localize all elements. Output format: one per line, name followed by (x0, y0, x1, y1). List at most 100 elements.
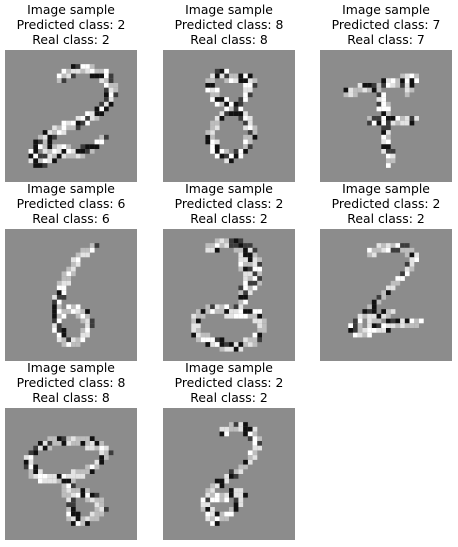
digit-pixel (75, 304, 81, 310)
digit-pixel (56, 285, 62, 291)
digit-pixel (233, 474, 239, 479)
digit-pixel (247, 78, 253, 83)
digit-pixel (80, 469, 86, 474)
digit-pixel (247, 426, 253, 432)
digit-pixel (214, 309, 220, 314)
digit-pixel (238, 304, 244, 310)
digit-pixel (233, 422, 239, 427)
digit-pixel (247, 116, 253, 121)
digit-pixel (257, 332, 262, 338)
digit-pixel (229, 111, 234, 116)
digit-pixel (66, 516, 71, 522)
digit-pixel (357, 313, 363, 319)
digit-pixel (247, 262, 253, 267)
digit-pixel (85, 313, 90, 319)
digit-pixel (257, 271, 262, 277)
digit-pixel (85, 521, 90, 526)
digit-pixel (89, 516, 95, 522)
digit-pixel (247, 130, 253, 135)
digit-pixel (219, 73, 225, 79)
digit-pixel (80, 309, 86, 314)
digit-pixel (56, 153, 62, 159)
real-class-label: Real class: 2 (32, 32, 110, 47)
digit-pixel (66, 280, 71, 286)
digit-pixel (381, 111, 386, 116)
digit-pixel (367, 323, 372, 328)
digit-pixel (219, 238, 225, 244)
digit-pixel (205, 511, 211, 517)
digit-pixel (104, 73, 109, 79)
digit-pixel (243, 257, 248, 262)
digit-pixel (404, 271, 410, 277)
digit-pixel (71, 153, 76, 159)
digit-pixel (219, 516, 225, 522)
digit-pixel (224, 153, 229, 159)
digit-pixel (219, 337, 225, 343)
digit-pixel (85, 328, 90, 333)
digit-pixel (381, 120, 386, 126)
sample-title: Image sample (27, 2, 115, 17)
digit-pixel (381, 116, 386, 121)
digit-pixel (343, 87, 349, 93)
digit-pixel (252, 130, 258, 135)
digit-pixel (386, 309, 391, 314)
digit-pixel (362, 87, 368, 93)
digit-pixel (61, 295, 67, 300)
digit-pixel (357, 328, 363, 333)
digit-pixel (210, 97, 215, 102)
digit-pixel (257, 257, 262, 262)
digit-pixel (71, 64, 76, 69)
digit-pixel (247, 280, 253, 286)
digit-pixel (386, 144, 391, 149)
digit-pixel (238, 149, 244, 154)
digit-pixel (210, 78, 215, 83)
digit-pixel (395, 276, 401, 281)
digit-pixel (238, 422, 244, 427)
digit-image (5, 50, 137, 182)
digit-pixel (61, 441, 67, 446)
digit-pixel (219, 342, 225, 347)
digit-pixel (71, 436, 76, 441)
digit-pixel (238, 290, 244, 295)
digit-pixel (371, 116, 377, 121)
digit-pixel (38, 474, 43, 479)
digit-pixel (71, 304, 76, 310)
digit-pixel (89, 492, 95, 498)
digit-pixel (56, 478, 62, 484)
digit-pixel (42, 474, 48, 479)
digit-pixel (386, 318, 391, 324)
digit-pixel (85, 309, 90, 314)
digit-pixel (200, 309, 206, 314)
digit-pixel (66, 507, 71, 512)
digit-pixel (357, 83, 363, 88)
digit-pixel (80, 474, 86, 479)
digit-pixel (71, 469, 76, 474)
digit-pixel (376, 116, 382, 121)
digit-pixel (85, 464, 90, 470)
digit-pixel (80, 521, 86, 526)
digit-pixel (210, 511, 215, 517)
digit-pixel (348, 328, 353, 333)
digit-pixel (210, 337, 215, 343)
digit-pixel (75, 436, 81, 441)
digit-pixel (343, 92, 349, 98)
digit-pixel (362, 313, 368, 319)
digit-pixel (94, 106, 100, 112)
digit-pixel (85, 247, 90, 253)
digit-pixel (71, 507, 76, 512)
sample-caption: Image sample Predicted class: 2 Real cla… (143, 181, 315, 226)
digit-pixel (243, 431, 248, 437)
digit-pixel (42, 144, 48, 149)
digit-pixel (85, 116, 90, 121)
digit-pixel (52, 313, 57, 319)
digit-pixel (56, 323, 62, 328)
digit-pixel (238, 247, 244, 253)
digit-pixel (409, 120, 415, 126)
digit-pixel (252, 271, 258, 277)
digit-pixel (61, 436, 67, 441)
digit-pixel (61, 285, 67, 291)
digit-pixel (94, 116, 100, 121)
sample-title: Image sample (342, 2, 430, 17)
digit-pixel (224, 474, 229, 479)
digit-pixel (243, 125, 248, 131)
